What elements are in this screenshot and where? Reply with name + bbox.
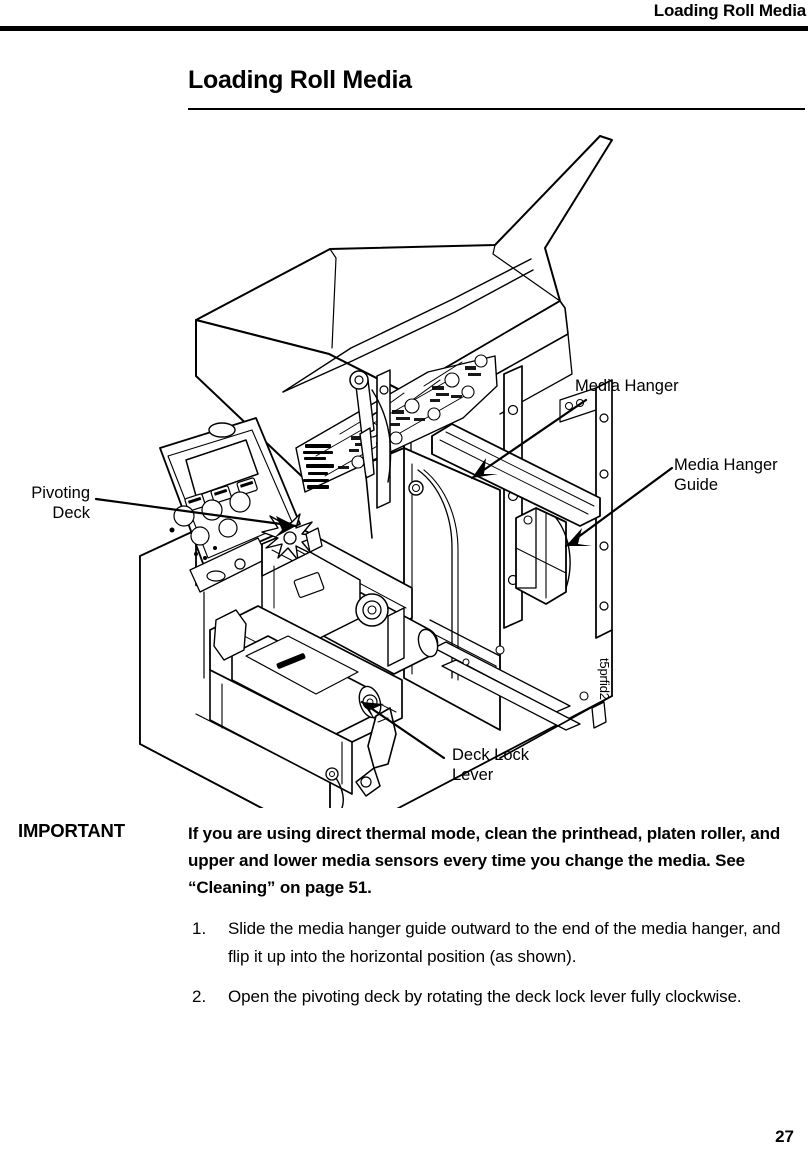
step-text: Open the pivoting deck by rotating the d…	[228, 987, 742, 1006]
title-rule	[188, 108, 805, 110]
callout-label-media-hanger-guide: Media Hanger Guide	[674, 456, 778, 494]
callout-arrowheads	[274, 458, 592, 722]
list-item: 2. Open the pivoting deck by rotating th…	[0, 983, 808, 1011]
callout-label-deck-lock-lever: Deck Lock Lever	[452, 746, 530, 784]
print-mechanism-upper	[261, 513, 439, 675]
figure-id-label: t5prfid2	[597, 658, 612, 700]
arrowhead-media-hanger-guide	[566, 528, 592, 546]
important-label: IMPORTANT	[18, 820, 125, 841]
procedure-steps: 1. Slide the media hanger guide outward …	[0, 915, 808, 1023]
leader-media-hanger	[470, 398, 588, 480]
callout-label-pivoting-deck: Pivoting Deck	[31, 484, 90, 522]
step-number: 2.	[192, 987, 207, 1006]
media-hanger-guide	[515, 507, 571, 605]
deck-lock-lever	[325, 707, 397, 808]
page-title: Loading Roll Media	[188, 66, 412, 94]
important-text: If you are using direct thermal mode, cl…	[188, 824, 781, 897]
header-rule	[0, 26, 808, 31]
printer-right-wall	[559, 379, 613, 639]
media-hanger-post-left	[376, 369, 391, 509]
arrowhead-pivoting-deck	[274, 516, 296, 538]
control-panel	[159, 417, 301, 679]
leader-pivoting-deck	[94, 497, 298, 528]
lid-support-strut	[349, 370, 392, 539]
lid-instruction-label	[295, 354, 498, 493]
step-text: Slide the media hanger guide outward to …	[228, 919, 781, 966]
arrowhead-media-hanger	[472, 458, 498, 478]
printer-illustration: Pivoting Deck Media Hanger Media Hanger …	[0, 118, 808, 808]
leader-media-hanger-guide	[564, 466, 674, 548]
arrowhead-deck-lock-lever	[362, 702, 384, 722]
printer-line-art	[94, 135, 674, 808]
leader-deck-lock-lever	[360, 700, 446, 760]
running-header: Loading Roll Media	[0, 0, 808, 28]
page-number: 27	[775, 1127, 794, 1146]
callout-label-media-hanger: Media Hanger	[575, 377, 679, 395]
media-hanger-bar	[431, 423, 601, 527]
list-item: 1. Slide the media hanger guide outward …	[0, 915, 808, 971]
running-header-title: Loading Roll Media	[653, 1, 806, 20]
pivoting-deck	[209, 605, 403, 795]
step-number: 1.	[192, 919, 207, 938]
callout-leaders	[94, 398, 674, 760]
